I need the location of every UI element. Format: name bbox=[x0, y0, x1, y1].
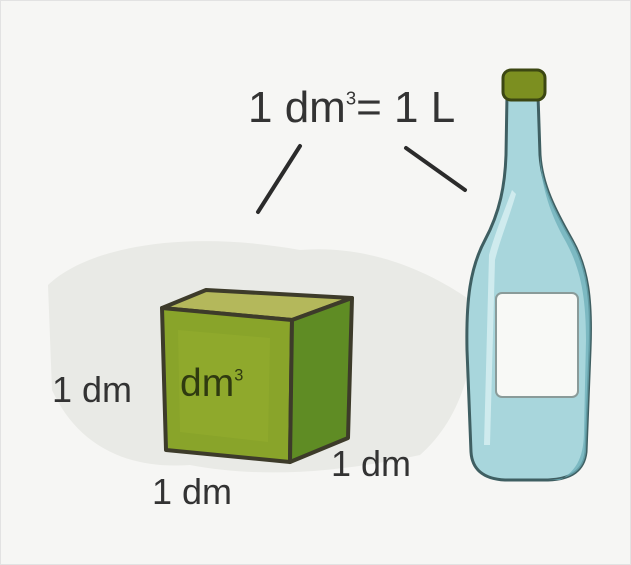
cube-side-face bbox=[288, 296, 354, 464]
bottle-cap bbox=[501, 68, 547, 102]
formula-exponent: 3 bbox=[345, 87, 357, 109]
cube-face-exponent: 3 bbox=[234, 366, 244, 385]
cube-face-text: dm bbox=[180, 362, 235, 405]
dimension-left-label: 1 dm bbox=[52, 369, 133, 410]
dimension-right-label: 1 dm bbox=[331, 443, 412, 484]
volume-formula: 1 dm3= 1 L bbox=[248, 86, 455, 130]
bottle-highlight bbox=[484, 190, 516, 445]
cube-volume-label: dm3 bbox=[180, 364, 243, 403]
connector-line-cube bbox=[256, 144, 302, 214]
formula-prefix: 1 dm bbox=[248, 83, 346, 132]
bottle-label bbox=[495, 292, 579, 398]
cube-front-shading bbox=[178, 330, 270, 442]
dimension-bottom-label: 1 dm bbox=[152, 471, 233, 512]
connector-line-bottle bbox=[404, 146, 467, 192]
bottle-illustration bbox=[465, 68, 592, 482]
cube-illustration bbox=[160, 288, 354, 464]
bottle-shadow bbox=[540, 155, 591, 480]
formula-suffix: = 1 L bbox=[356, 83, 456, 132]
